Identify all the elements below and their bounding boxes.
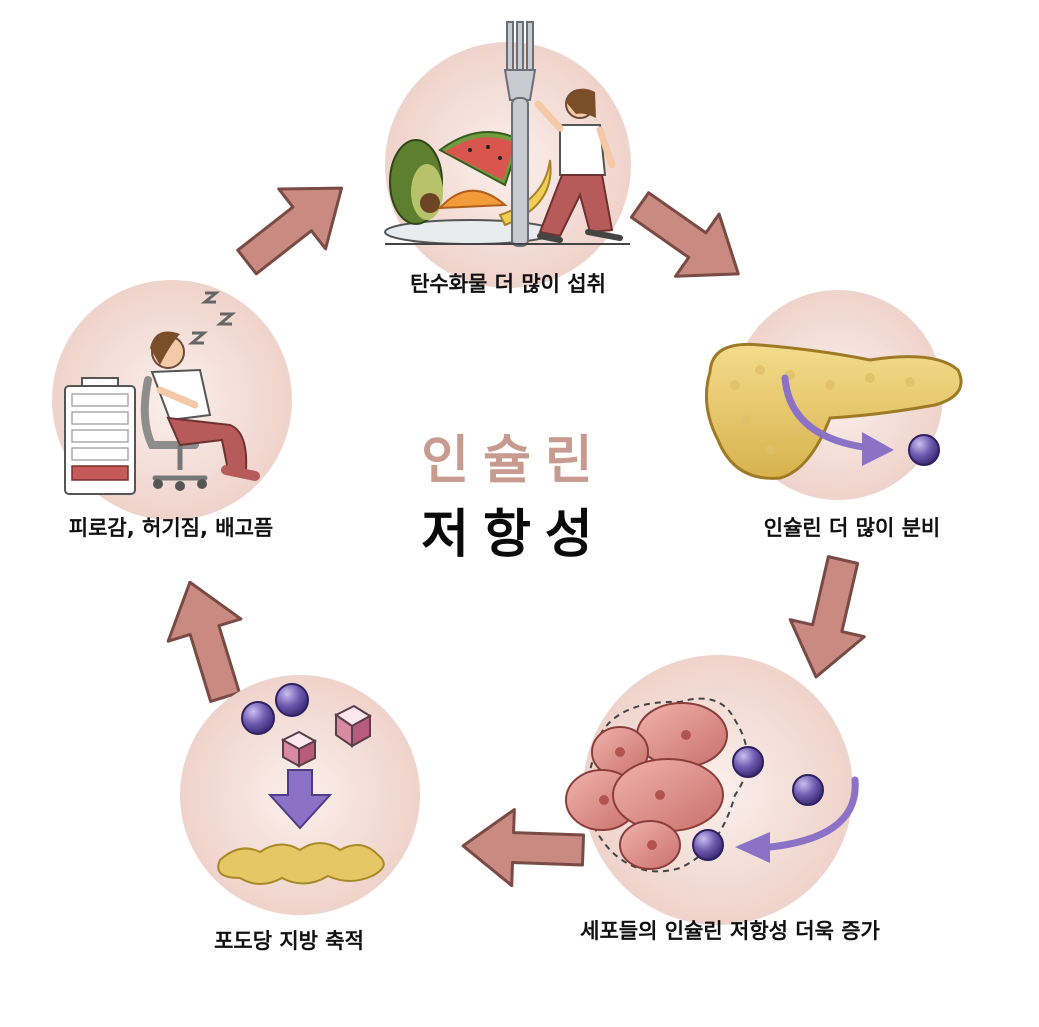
- arrow-cells-to-fat: [460, 806, 586, 890]
- pancreas-icon: [704, 290, 963, 500]
- arrow-fat-to-fatigue: [152, 569, 263, 710]
- arrow-carbs-to-insulin: [616, 172, 762, 307]
- arrow-fatigue-to-carbs: [222, 156, 367, 294]
- cells-icon: [565, 655, 859, 925]
- arrow-insulin-to-cells: [777, 549, 882, 687]
- sleeping-woman-battery-icon: [52, 280, 292, 520]
- stage-label-fat: 포도당 지방 축적: [214, 929, 364, 953]
- stage-label-carbs: 탄수화물 더 많이 섭취: [410, 272, 606, 296]
- title-insulin: 인슐린: [421, 431, 607, 491]
- glucose-fat-icon: [180, 675, 420, 915]
- title-resistance: 저항성: [421, 505, 607, 565]
- stage-label-cells: 세포들의 인슐린 저항성 더욱 증가: [580, 919, 880, 943]
- fork-food-woman-icon: [384, 21, 631, 288]
- stage-label-fatigue: 피로감, 허기짐, 배고픔: [68, 516, 274, 540]
- stage-label-insulin: 인슐린 더 많이 분비: [763, 516, 941, 540]
